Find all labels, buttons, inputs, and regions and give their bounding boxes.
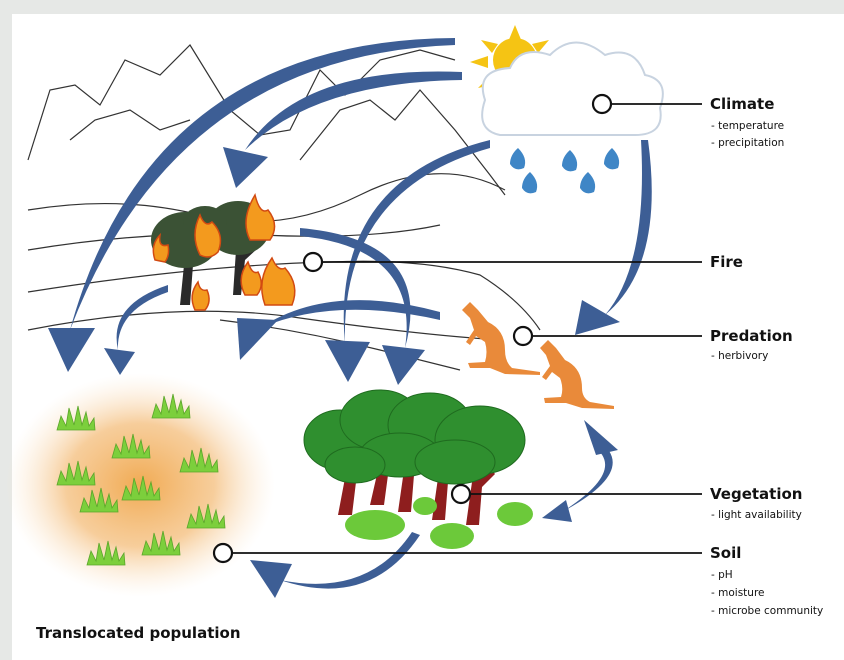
flame-icon	[245, 193, 276, 241]
flame-icon	[240, 260, 262, 296]
grass-tuft-icon	[56, 460, 96, 486]
grass-tuft-icon	[111, 433, 151, 459]
raindrop-icon	[562, 150, 578, 172]
grass-tuft-icon	[141, 530, 181, 556]
bush-icon	[345, 510, 405, 540]
kangaroo-icon	[462, 302, 540, 375]
arrow-climate-to-vegetation	[325, 140, 490, 382]
tree-icon	[303, 389, 526, 525]
flame-icon	[194, 213, 222, 258]
cloud-icon	[481, 41, 664, 136]
predation-detail: - herbivory	[711, 350, 768, 362]
raindrop-icon	[580, 172, 596, 194]
raindrop-icon	[604, 148, 620, 170]
predation-label: Predation	[710, 327, 793, 345]
vegetation-label: Vegetation	[710, 485, 802, 503]
soil-label: Soil	[710, 544, 741, 562]
grass-tuft-icon	[151, 393, 191, 419]
predation-marker	[512, 325, 534, 347]
arrow-soil-to-population	[250, 532, 420, 598]
climate-detail: - temperature	[711, 120, 784, 132]
grass-tuft-icon	[121, 475, 161, 501]
raindrop-icon	[522, 172, 538, 194]
arrow-predation-vegetation	[542, 420, 618, 522]
flame-icon	[191, 280, 210, 311]
grass-tuft-icon	[179, 447, 219, 473]
grass-tuft-icon	[186, 503, 226, 529]
factor-labels: Climate - temperature - precipitation Fi…	[710, 95, 823, 617]
kangaroo-icon	[540, 340, 614, 409]
soil-detail: - moisture	[711, 587, 764, 599]
arrow-climate-to-fire	[223, 71, 462, 188]
soil-detail: - pH	[711, 569, 733, 581]
grass-tuft-icon	[56, 405, 96, 431]
bush-icon	[413, 497, 437, 515]
fire-label: Fire	[710, 253, 743, 271]
climate-label: Climate	[710, 95, 774, 113]
bush-icon	[430, 523, 474, 549]
grass-tuft-icon	[79, 487, 119, 513]
flame-icon	[261, 256, 296, 306]
arrow-fire-to-population	[104, 285, 168, 375]
raindrop-icon	[510, 148, 526, 170]
soil-marker	[212, 542, 234, 564]
climate-marker	[591, 93, 613, 115]
translocated-population-caption: Translocated population	[36, 624, 241, 642]
bush-icon	[497, 502, 533, 526]
vegetation-detail: - light availability	[711, 509, 802, 521]
arrow-climate-to-population	[48, 38, 455, 372]
vegetation-marker	[450, 483, 472, 505]
grass-tuft-icon	[86, 540, 126, 566]
soil-glow	[5, 373, 275, 597]
soil-detail: - microbe community	[711, 605, 823, 617]
climate-detail: - precipitation	[711, 137, 784, 149]
flame-icon	[152, 232, 170, 263]
arrow-climate-to-predation	[575, 140, 652, 335]
arrow-fire-to-vegetation	[300, 228, 425, 385]
fire-marker	[302, 251, 324, 273]
arrow-vegetation-to-population	[237, 300, 440, 360]
